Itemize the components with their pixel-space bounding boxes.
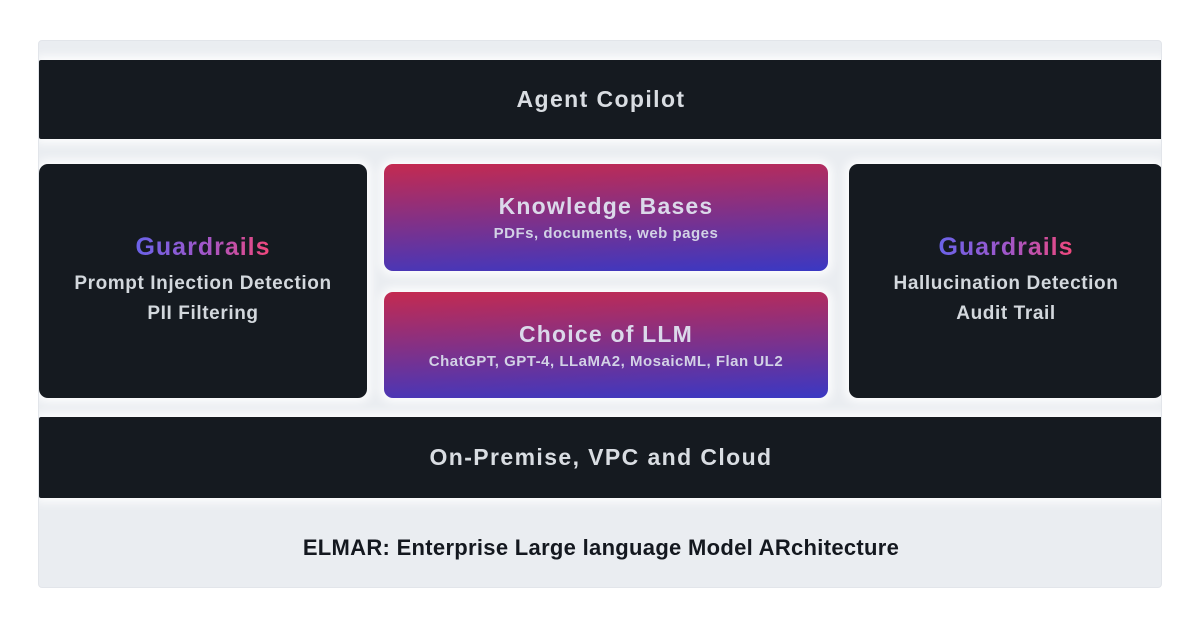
diagram-caption: ELMAR: Enterprise Large language Model A… xyxy=(39,513,1161,583)
guardrails-input-box: Guardrails Prompt Injection Detection PI… xyxy=(39,164,367,398)
diagram-container: Agent Copilot Guardrails Prompt Injectio… xyxy=(38,40,1162,588)
deployment-bar: On-Premise, VPC and Cloud xyxy=(39,417,1161,498)
knowledge-bases-box: Knowledge Bases PDFs, documents, web pag… xyxy=(384,164,828,271)
choice-of-llm-subtitle: ChatGPT, GPT-4, LLaMA2, MosaicML, Flan U… xyxy=(428,352,784,370)
hallucination-detection-label: Hallucination Detection xyxy=(893,273,1119,294)
agent-copilot-bar: Agent Copilot xyxy=(39,60,1161,139)
guardrails-left-title: Guardrails xyxy=(135,233,271,261)
knowledge-bases-subtitle: PDFs, documents, web pages xyxy=(493,225,719,242)
choice-of-llm-title: Choice of LLM xyxy=(518,320,694,347)
guardrails-output-box: Guardrails Hallucination Detection Audit… xyxy=(849,164,1161,398)
knowledge-bases-title: Knowledge Bases xyxy=(498,193,714,219)
audit-trail-label: Audit Trail xyxy=(956,303,1056,324)
agent-copilot-label: Agent Copilot xyxy=(516,86,686,112)
guardrails-right-title: Guardrails xyxy=(938,233,1074,261)
choice-of-llm-box: Choice of LLM ChatGPT, GPT-4, LLaMA2, Mo… xyxy=(384,292,828,398)
deployment-label: On-Premise, VPC and Cloud xyxy=(429,444,773,470)
prompt-injection-detection-label: Prompt Injection Detection xyxy=(74,273,332,294)
diagram-caption-text: ELMAR: Enterprise Large language Model A… xyxy=(302,535,900,560)
pii-filtering-label: PII Filtering xyxy=(147,303,259,324)
